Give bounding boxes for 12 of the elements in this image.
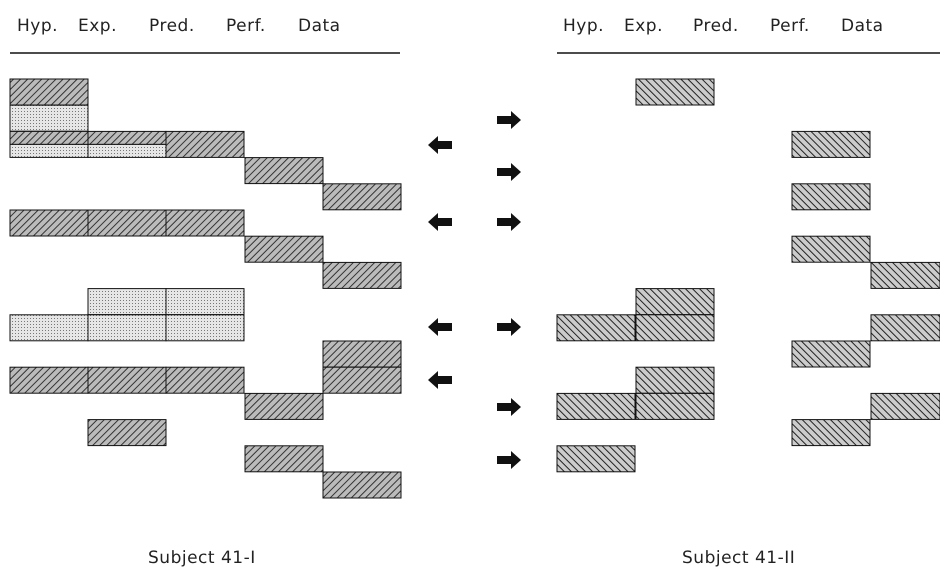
column-header: Exp. <box>78 16 117 36</box>
subject-caption: Subject 41-II <box>682 548 796 568</box>
column-header: Data <box>298 16 341 36</box>
column-header: Hyp. <box>17 16 58 36</box>
column-header: Pred. <box>693 16 739 36</box>
column-header: Perf. <box>226 16 266 36</box>
column-header: Data <box>841 16 884 36</box>
column-header: Perf. <box>770 16 810 36</box>
column-header: Exp. <box>624 16 663 36</box>
column-header: Hyp. <box>563 16 604 36</box>
column-header: Pred. <box>149 16 195 36</box>
subject-caption: Subject 41-I <box>148 548 256 568</box>
